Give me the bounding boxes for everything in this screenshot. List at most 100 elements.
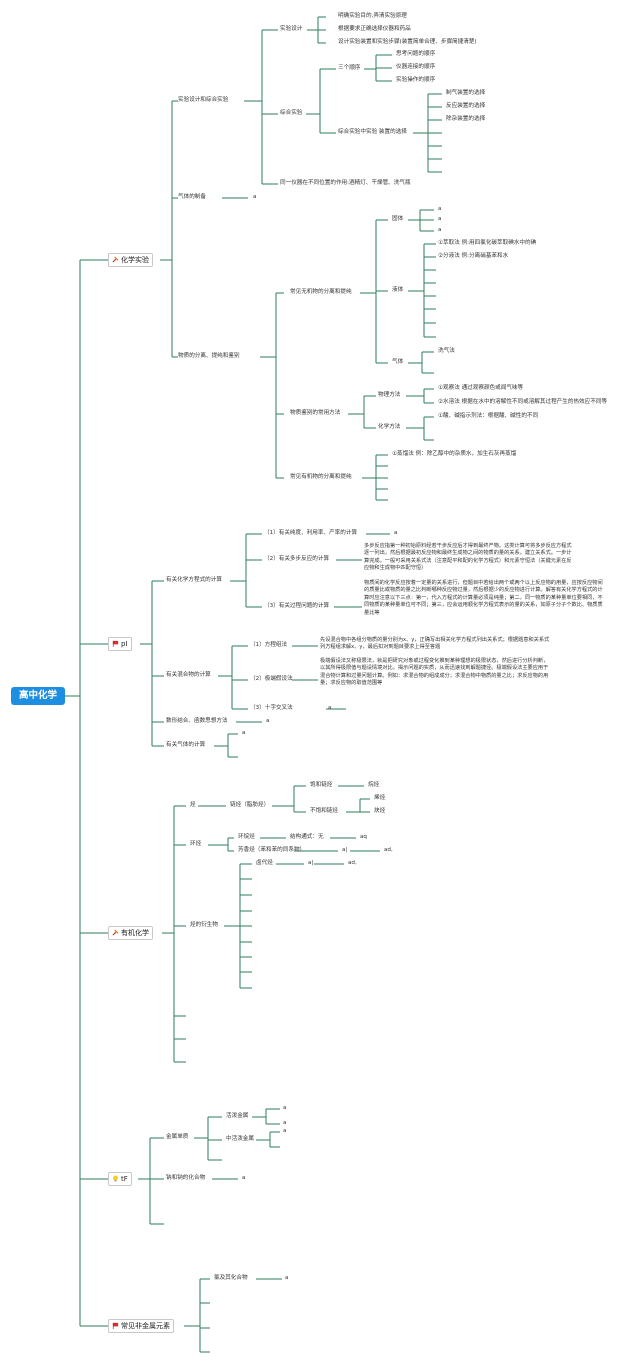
- branch-nonmetal-elements[interactable]: 常见非金属元素: [108, 1319, 174, 1333]
- topic-node[interactable]: 烃: [190, 802, 196, 808]
- topic-node[interactable]: 氯及其化合物: [214, 1275, 248, 1281]
- topic-node[interactable]: （2）极端假设法: [250, 676, 293, 682]
- branch-label: 常见非金属元素: [121, 1322, 170, 1330]
- topic-node[interactable]: a|: [308, 860, 314, 866]
- topic-node[interactable]: ①观察法 通过观察颜色或闻气味等: [438, 385, 524, 391]
- topic-node[interactable]: 常见无机物的分离和提纯: [290, 289, 352, 295]
- branch-label: 化学实验: [121, 256, 149, 264]
- topic-node[interactable]: 综合实验: [280, 110, 303, 116]
- topic-node[interactable]: 链烃（脂肪烃）: [230, 802, 270, 808]
- topic-node[interactable]: 思考问题的顺序: [396, 51, 436, 57]
- topic-node[interactable]: 活泼金属: [226, 1113, 249, 1119]
- topic-node[interactable]: 环烃: [190, 841, 202, 847]
- topic-node[interactable]: a|: [342, 847, 348, 853]
- topic-node[interactable]: 烃的衍生物: [190, 922, 218, 928]
- branch-chemistry-experiment[interactable]: 化学实验: [108, 253, 153, 267]
- topic-node[interactable]: 反应装置的选择: [446, 103, 486, 109]
- topic-node[interactable]: 中活泼金属: [226, 1136, 254, 1142]
- topic-node[interactable]: ①蒸馏法 例：除乙醇中的杂质水，加生石灰再蒸馏: [392, 451, 517, 457]
- topic-node[interactable]: 综合实验中实验 装置的选择: [338, 129, 407, 135]
- topic-node[interactable]: a: [283, 1128, 287, 1134]
- topic-node[interactable]: 设计实验装置和实验步骤(装置简单合理、步骤简捷清楚): [338, 39, 477, 45]
- topic-node[interactable]: 物质鉴别的常用方法: [290, 410, 341, 416]
- topic-node[interactable]: 根据要求正确选择仪器和药品: [338, 26, 411, 32]
- topic-node[interactable]: 物质的分离、提纯和鉴别: [178, 353, 240, 359]
- topic-node[interactable]: （3）有关过程问题的计算: [264, 603, 330, 609]
- note-paragraph[interactable]: 物质间的化学反应按着一定量的关系进行，但题目中若给出两个或两个以上反应物的用量，…: [364, 580, 603, 616]
- topic-node[interactable]: a: [283, 1120, 287, 1126]
- branch-calculation[interactable]: pI: [108, 637, 132, 651]
- branch-organic-chemistry[interactable]: 有机化学: [108, 926, 153, 940]
- topic-node[interactable]: ①酸、碱指示剂法：根据酸、碱性的不同: [438, 413, 539, 419]
- topic-node[interactable]: a: [266, 718, 270, 724]
- topic-node[interactable]: 仪器连接的顺序: [396, 64, 436, 70]
- topic-node[interactable]: （3）十字交叉法: [250, 705, 293, 711]
- topic-node[interactable]: 炔烃: [374, 808, 386, 814]
- topic-node[interactable]: 三个顺序: [338, 65, 361, 71]
- topic-node[interactable]: 物理方法: [378, 392, 401, 398]
- topic-node[interactable]: 液体: [392, 287, 404, 293]
- topic-node[interactable]: 芳香烃（苯和苯的同系物）: [238, 847, 306, 853]
- topic-node[interactable]: 环烷烃: [238, 834, 255, 840]
- branch-label: pI: [121, 640, 128, 648]
- topic-node[interactable]: 实验设计和综合实验: [178, 97, 229, 103]
- topic-node[interactable]: ②水溶法 根据在水中的溶解性不同或溶解其过程产生的热效应不同等: [438, 399, 608, 405]
- topic-node[interactable]: 气体的制备: [178, 194, 206, 200]
- flag-icon: [112, 640, 119, 647]
- topic-node[interactable]: （2）有关多步反应的计算: [264, 556, 330, 562]
- topic-node[interactable]: ②分液法 例:分离硝基苯和水: [438, 253, 509, 259]
- topic-node[interactable]: a: [285, 1275, 289, 1281]
- branch-label: 有机化学: [121, 929, 149, 937]
- topic-node[interactable]: a: [253, 194, 257, 200]
- topic-node[interactable]: a: [438, 206, 442, 212]
- topic-node[interactable]: aq: [360, 834, 367, 840]
- topic-node[interactable]: 有关化学方程式的计算: [166, 577, 222, 583]
- tools-icon: [112, 256, 119, 263]
- topic-node[interactable]: 明确实验目的,弄清实验原理: [338, 13, 407, 19]
- note-paragraph[interactable]: 先设混合物中各组分物质的量分别为x、y，正确写出相关化学方程式列出关系式；根据题…: [320, 637, 550, 651]
- root-node[interactable]: 高中化学: [11, 687, 65, 705]
- topic-node[interactable]: ad,: [384, 847, 393, 853]
- topic-node[interactable]: a: [438, 227, 442, 233]
- flag-icon: [112, 1322, 119, 1329]
- note-paragraph[interactable]: 多步反应指第一种初始原料经若干步反应后才得到最终产物。这类计算可将多步反应方程式…: [364, 543, 572, 572]
- topic-node[interactable]: 化学方法: [378, 424, 401, 430]
- topic-node[interactable]: 洗气法: [438, 348, 455, 354]
- topic-node[interactable]: a: [242, 1175, 246, 1181]
- topic-node[interactable]: 结构通式：无: [290, 834, 324, 840]
- topic-node[interactable]: （1）方程组法: [250, 642, 288, 648]
- topic-node[interactable]: 实验设计: [280, 26, 303, 32]
- topic-node[interactable]: 除杂装置的选择: [446, 116, 486, 122]
- topic-node[interactable]: a: [283, 1105, 287, 1111]
- topic-node[interactable]: 制气装置的选择: [446, 90, 486, 96]
- topic-node[interactable]: a: [328, 705, 332, 711]
- topic-node[interactable]: ad,: [348, 860, 357, 866]
- topic-node[interactable]: 有关混合物的计算: [166, 672, 211, 678]
- branch-metals[interactable]: tF: [108, 1172, 132, 1186]
- tools-icon: [112, 929, 119, 936]
- topic-node[interactable]: 同一仪器在不同位置的作用:酒精灯、干燥管、洗气瓶: [280, 180, 411, 186]
- note-paragraph[interactable]: 极端假设法又称极限法，就是把研究对象或过程变化推到某种理想的极限状态，然后进行分…: [320, 658, 549, 687]
- topic-node[interactable]: 气体: [392, 359, 404, 365]
- topic-node[interactable]: a: [394, 530, 398, 536]
- topic-node[interactable]: ①萃取法 例:用四氯化碳萃取碘水中的碘: [438, 240, 537, 246]
- topic-node[interactable]: 常见有机物的分离和提纯: [290, 474, 352, 480]
- topic-node[interactable]: a: [242, 730, 246, 736]
- topic-node[interactable]: 固体: [392, 216, 404, 222]
- topic-node[interactable]: 烯烃: [374, 795, 386, 801]
- topic-node[interactable]: 钠和钠的化合物: [166, 1175, 206, 1181]
- topic-node[interactable]: 实验操作的顺序: [396, 77, 436, 83]
- topic-node[interactable]: 饱和链烃: [310, 782, 333, 788]
- branch-label: tF: [121, 1175, 128, 1183]
- topic-node[interactable]: 有关气体的计算: [166, 742, 206, 748]
- topic-node[interactable]: 不饱和链烃: [310, 808, 338, 814]
- topic-node[interactable]: 卤代烃: [256, 860, 273, 866]
- topic-node[interactable]: 烷烃: [368, 782, 380, 788]
- topic-node[interactable]: （1）有关纯度、利用率、产率的计算: [264, 530, 358, 536]
- topic-node[interactable]: 数形结合、函数思想方法: [166, 718, 228, 724]
- bulb-icon: [113, 1175, 118, 1182]
- topic-node[interactable]: 金属单质: [166, 1134, 189, 1140]
- topic-node[interactable]: a: [438, 216, 442, 222]
